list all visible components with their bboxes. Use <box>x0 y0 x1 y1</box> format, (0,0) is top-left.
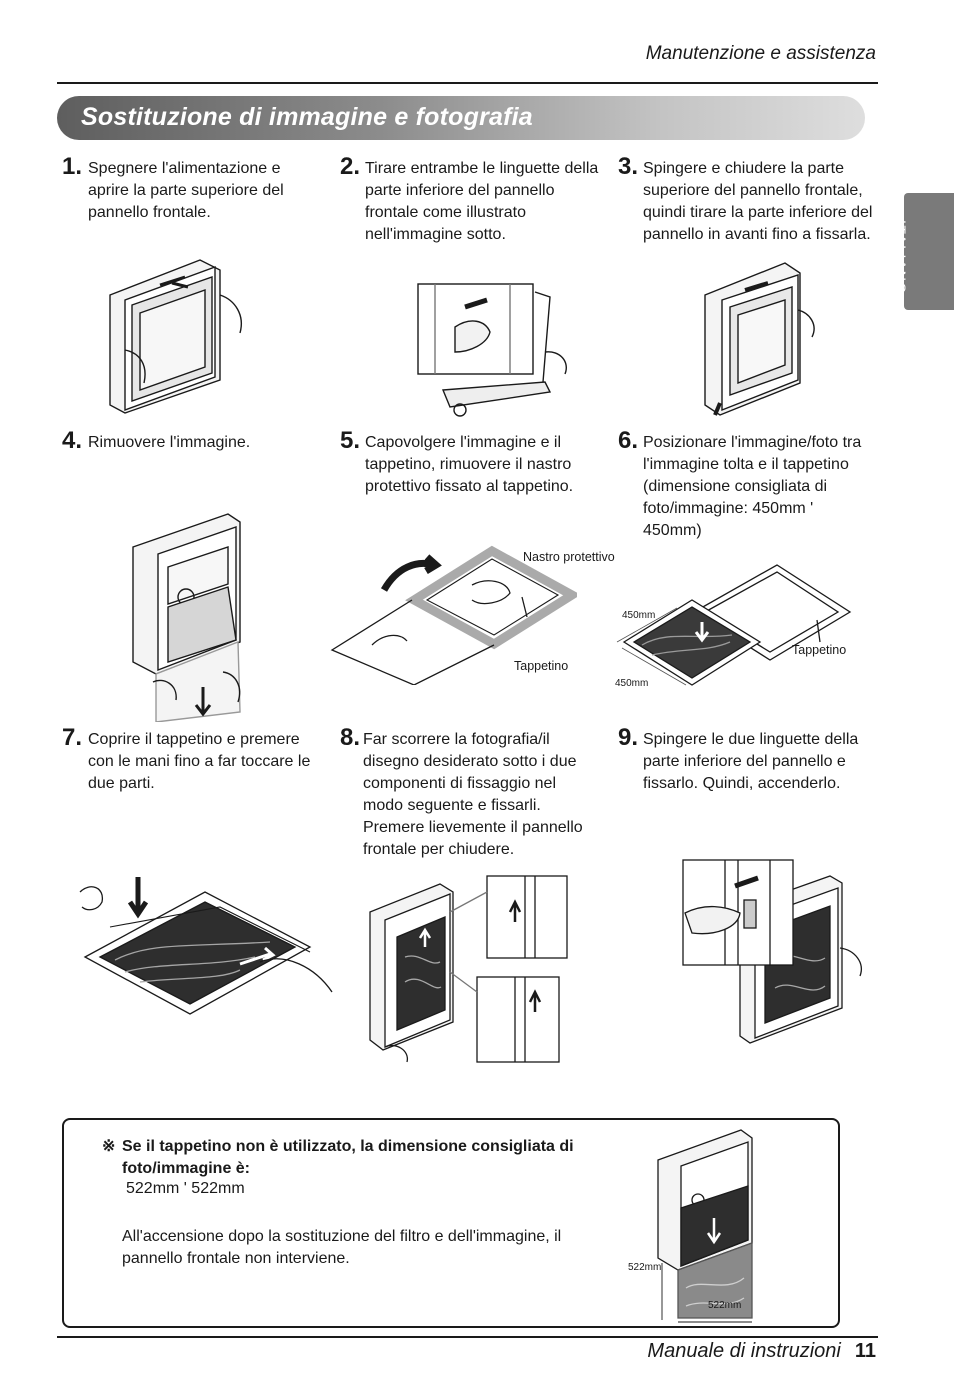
header-section-title: Manutenzione e assistenza <box>645 43 876 64</box>
page-number: 11 <box>854 1340 876 1362</box>
note-heading: ※ Se il tappetino non è utilizzato, la d… <box>102 1136 642 1180</box>
title-bar: Sostituzione di immagine e fotografia <box>57 96 865 140</box>
figure-step-8 <box>365 872 575 1067</box>
step-text: Rimuovere l'immagine. <box>88 434 251 451</box>
step-number: 5. <box>340 427 361 454</box>
header-rule <box>57 82 878 84</box>
label-dim-note-bottom: 522mm <box>708 1300 742 1311</box>
figure-step-2 <box>415 282 580 422</box>
step-text: Tirare entrambe le linguette della parte… <box>365 160 599 243</box>
note-dimension: 522mm ' 522mm <box>126 1180 245 1197</box>
step-number: 2. <box>340 153 361 180</box>
label-dim-6-bottom: 450mm <box>615 678 649 689</box>
label-nastro-protettivo: Nastro protettivo <box>523 550 615 564</box>
footer-rule <box>57 1336 878 1338</box>
note-body: All'accensione dopo la sostituzione del … <box>122 1228 562 1267</box>
figure-note <box>656 1128 776 1324</box>
figure-step-7 <box>70 872 340 1022</box>
figure-step-3 <box>700 255 830 420</box>
step-number: 4. <box>62 427 83 454</box>
step-text: Spegnere l'alimentazione e aprire la par… <box>88 160 284 221</box>
figure-step-6 <box>612 560 857 695</box>
label-dim-note-left: 522mm <box>628 1262 662 1273</box>
step-number: 9. <box>618 724 639 751</box>
figure-step-4 <box>128 512 258 722</box>
label-dim-6-top: 450mm <box>622 610 656 621</box>
note-reference-mark: ※ <box>102 1138 116 1155</box>
step-number: 8. <box>340 724 361 751</box>
step-text: Capovolgere l'immagine e il tappetino, r… <box>365 434 574 495</box>
step-text: Spingere e chiudere la parte superiore d… <box>643 160 873 243</box>
step-text: Far scorrere la fotografia/il disegno de… <box>363 731 583 858</box>
figure-step-5 <box>322 545 577 685</box>
step-number: 3. <box>618 153 639 180</box>
step-text: Coprire il tappetino e premere con le ma… <box>88 731 311 792</box>
step-text: Spingere le due linguette della parte in… <box>643 731 859 792</box>
step-number: 6. <box>618 427 639 454</box>
language-side-tab: ITALIANO <box>893 193 954 310</box>
step-text: Posizionare l'immagine/foto tra l'immagi… <box>643 434 862 539</box>
language-label: ITALIANO <box>893 220 909 295</box>
page-title: Sostituzione di immagine e fotografia <box>81 103 533 131</box>
label-tappetino-5: Tappetino <box>514 659 569 673</box>
step-number: 1. <box>62 153 83 180</box>
step-number: 7. <box>62 724 83 751</box>
note-heading-text: Se il tappetino non è utilizzato, la dim… <box>122 1138 574 1177</box>
figure-step-1 <box>100 255 260 415</box>
label-tappetino-6: Tappetino <box>792 643 847 657</box>
figure-step-9 <box>680 858 875 1048</box>
footer-label: Manuale di instruzioni <box>647 1340 841 1362</box>
note-box: ※ Se il tappetino non è utilizzato, la d… <box>62 1118 840 1328</box>
footer: Manuale di instruzioni 11 <box>647 1340 876 1363</box>
